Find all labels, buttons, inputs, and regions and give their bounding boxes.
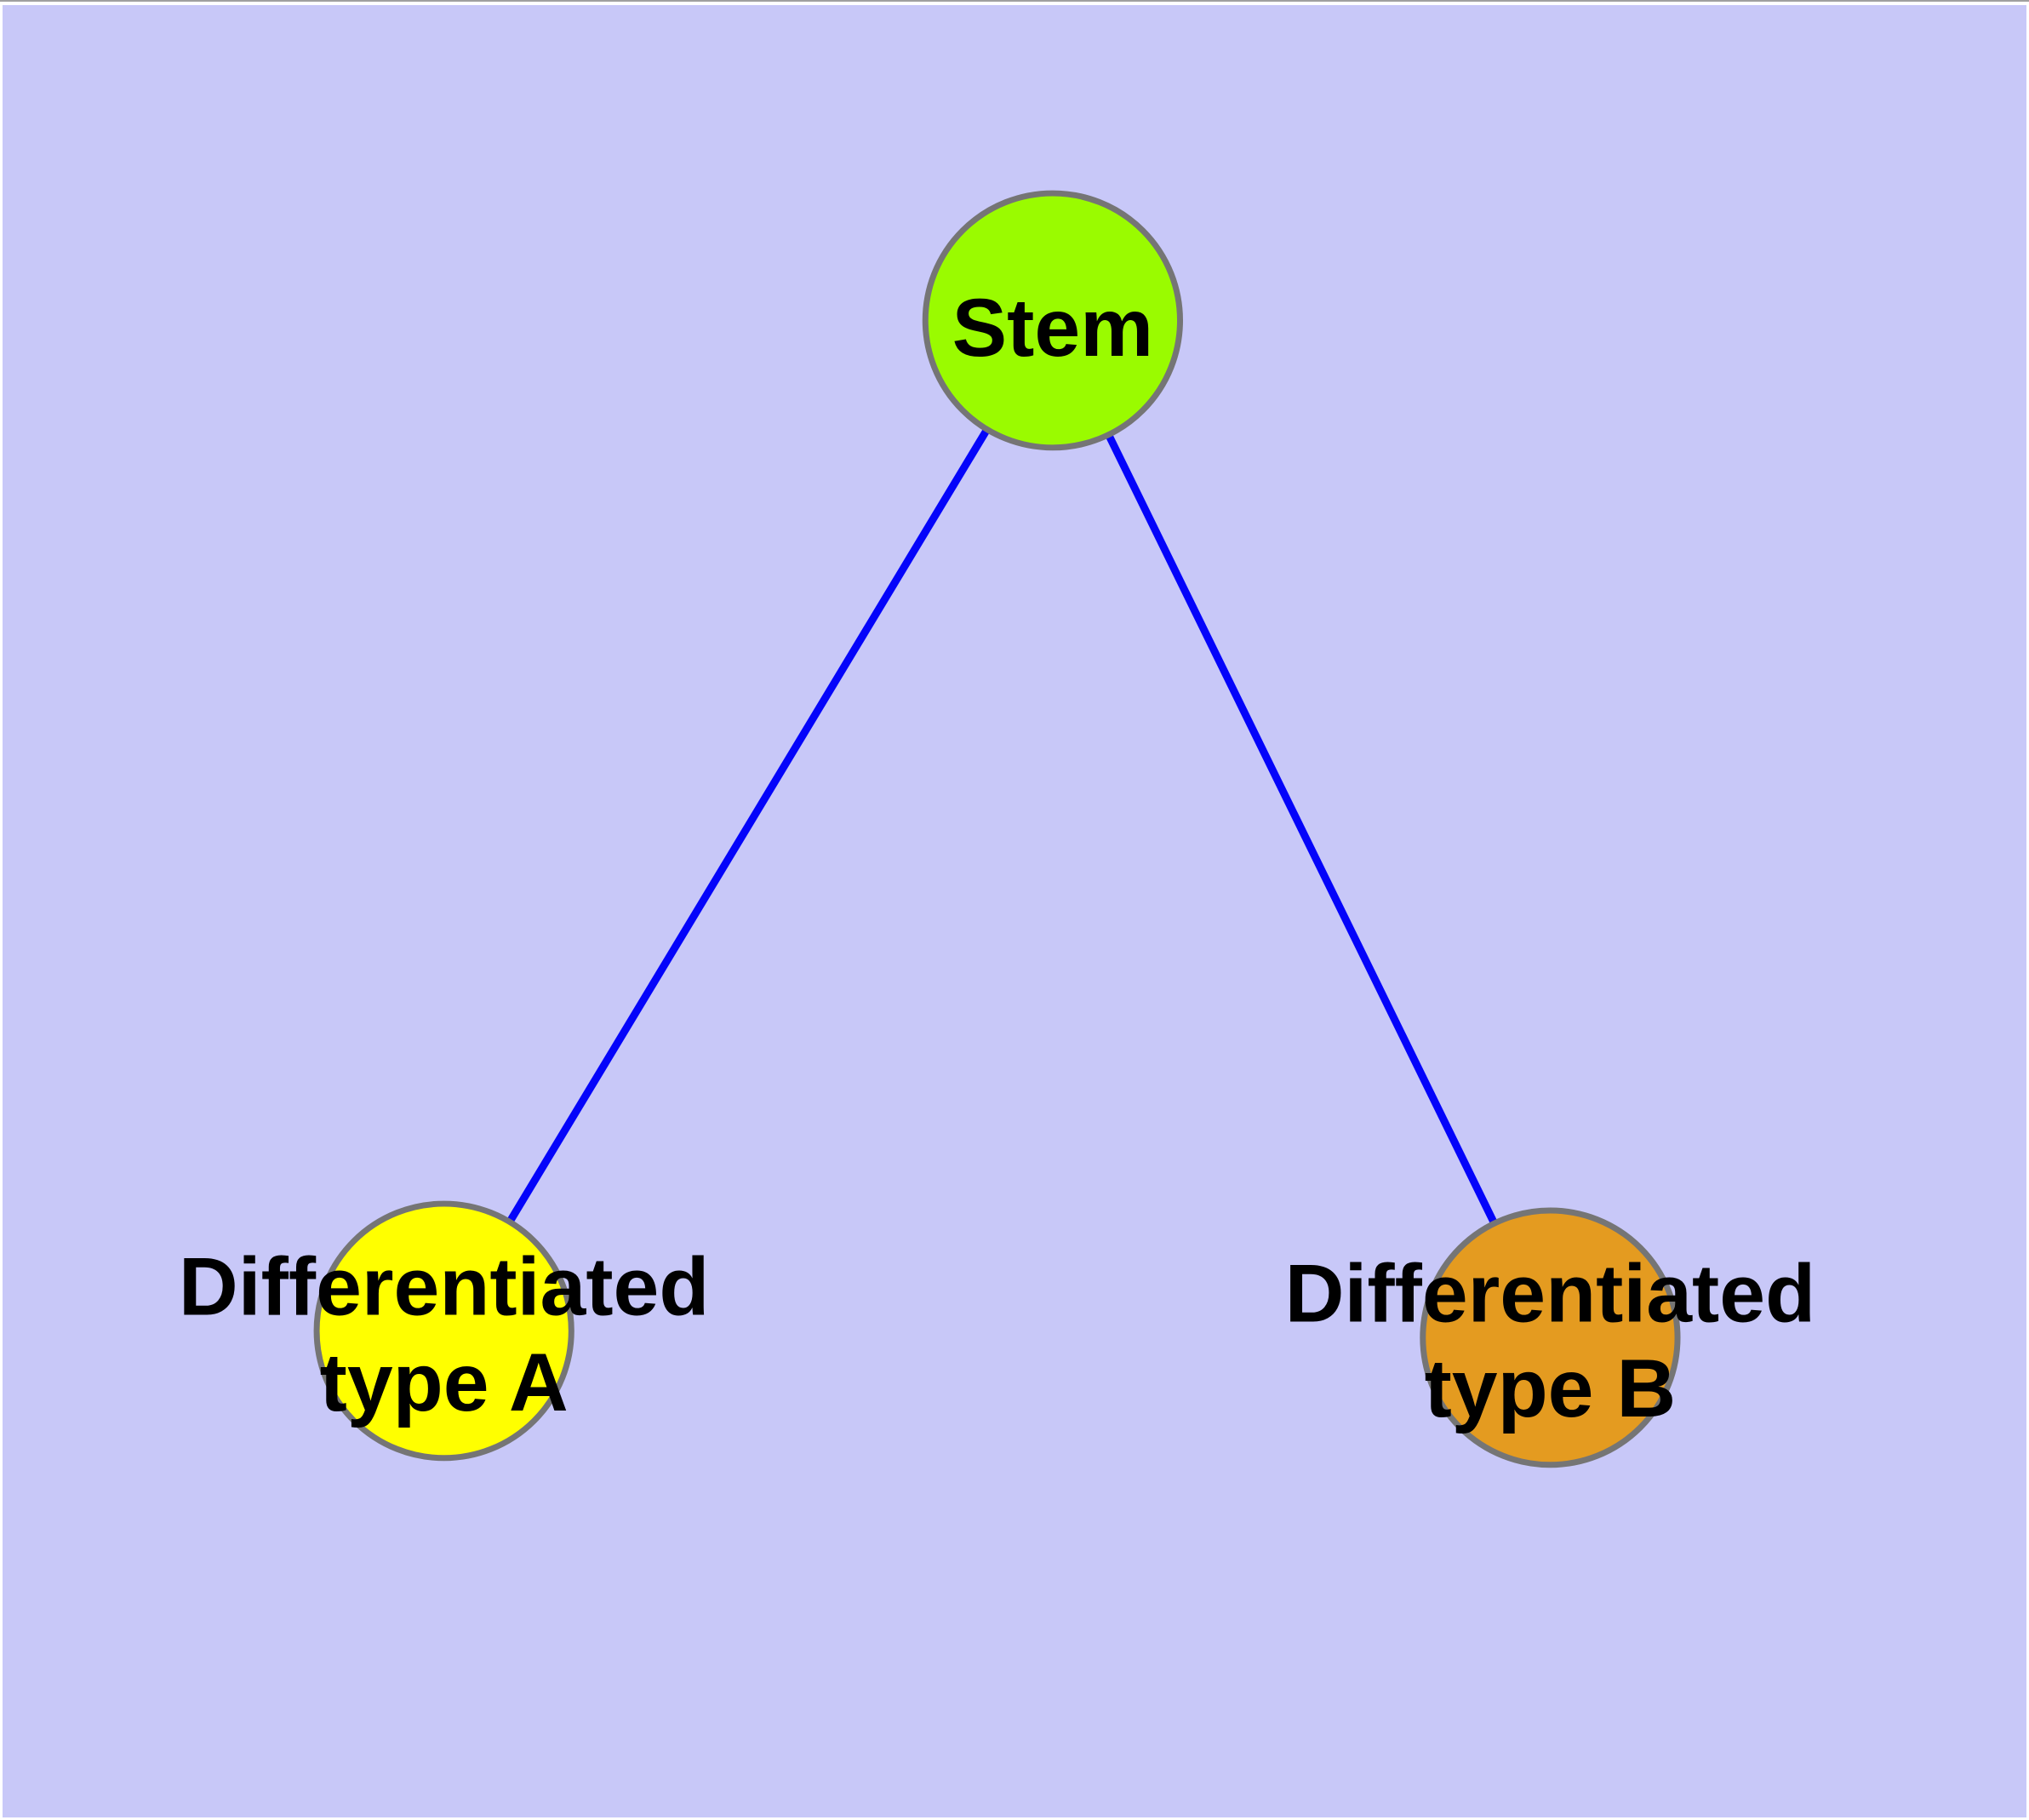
window-top-hairline [0,0,2029,2]
edge-stem-to-type-a [440,318,1056,1333]
node-stem-label: Stem [952,282,1154,374]
node-type-b-label-line1: Differentiated [1285,1248,1816,1340]
diagram-canvas: Stem Differentiated type A Differentiate… [3,5,2026,1817]
node-differentiated-type-b[interactable] [1420,1207,1681,1468]
edge-stem-to-type-b [1049,318,1554,1340]
node-type-a-label-line2: type A [320,1336,569,1428]
node-type-b-label-line2: type B [1425,1342,1677,1434]
node-differentiated-type-a[interactable] [313,1200,574,1462]
node-type-a-label-line1: Differentiated [179,1241,710,1333]
differentiation-graph: Stem Differentiated type A Differentiate… [179,190,1816,1468]
node-stem[interactable] [922,190,1184,451]
